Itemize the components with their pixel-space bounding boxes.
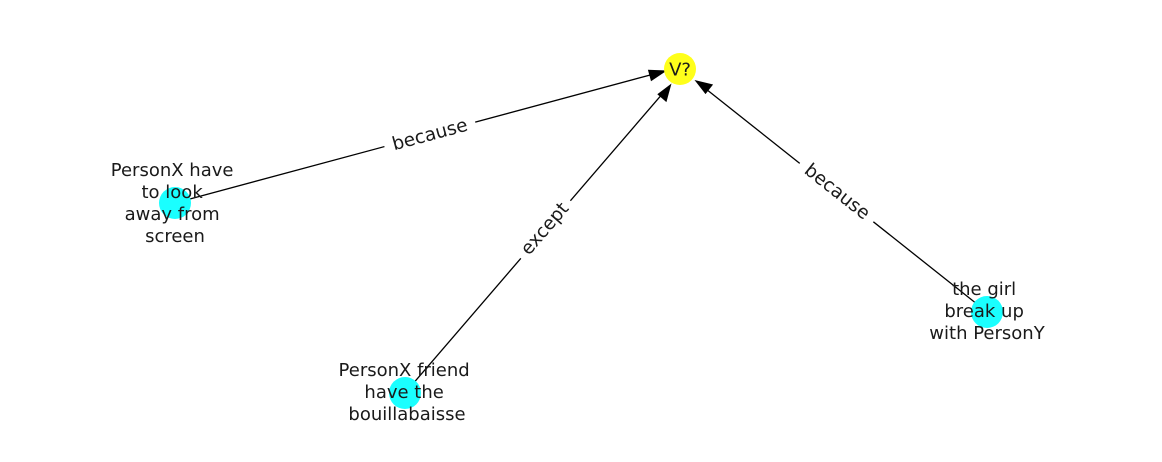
source-node-label-1: PersonX have to look away from screen bbox=[111, 160, 239, 247]
node-label-line: have the bbox=[364, 382, 443, 403]
arrowhead-icon bbox=[657, 83, 672, 103]
node-label-line: PersonX friend bbox=[339, 360, 470, 381]
edge-n1-to-v: because bbox=[174, 69, 667, 204]
source-node-label-2: PersonX friend have the bouillabaisse bbox=[339, 360, 476, 425]
node-label-line: bouillabaisse bbox=[348, 404, 465, 425]
node-label-line: the girl bbox=[952, 279, 1016, 300]
edge-n3-to-v: because bbox=[694, 80, 988, 313]
target-node-label: V? bbox=[669, 60, 691, 81]
nodes: V? PersonX have to look away from screen… bbox=[111, 53, 1046, 425]
source-node-circle-2[interactable] bbox=[389, 377, 421, 409]
edge-label-background bbox=[380, 109, 480, 161]
arrowhead-icon bbox=[694, 80, 714, 95]
node-label-line: screen bbox=[145, 226, 205, 247]
node-label-line: with PersonY bbox=[929, 323, 1045, 344]
edge-label-background bbox=[509, 191, 581, 267]
source-node-circle-1[interactable] bbox=[159, 187, 191, 219]
edge-label-background bbox=[791, 151, 883, 233]
node-label-line: PersonX have bbox=[111, 160, 234, 181]
node-label-line: break up bbox=[944, 301, 1024, 322]
target-node-circle[interactable] bbox=[664, 53, 696, 85]
arrowhead-icon bbox=[647, 69, 667, 82]
node-label-line: away from bbox=[125, 204, 220, 225]
node-label-line: to look bbox=[142, 182, 204, 203]
source-node-circle-3[interactable] bbox=[971, 296, 1003, 328]
edges: because except because bbox=[174, 69, 988, 394]
source-node-label-3: the girl break up with PersonY bbox=[929, 279, 1045, 344]
edge-label-because: because bbox=[800, 160, 874, 225]
